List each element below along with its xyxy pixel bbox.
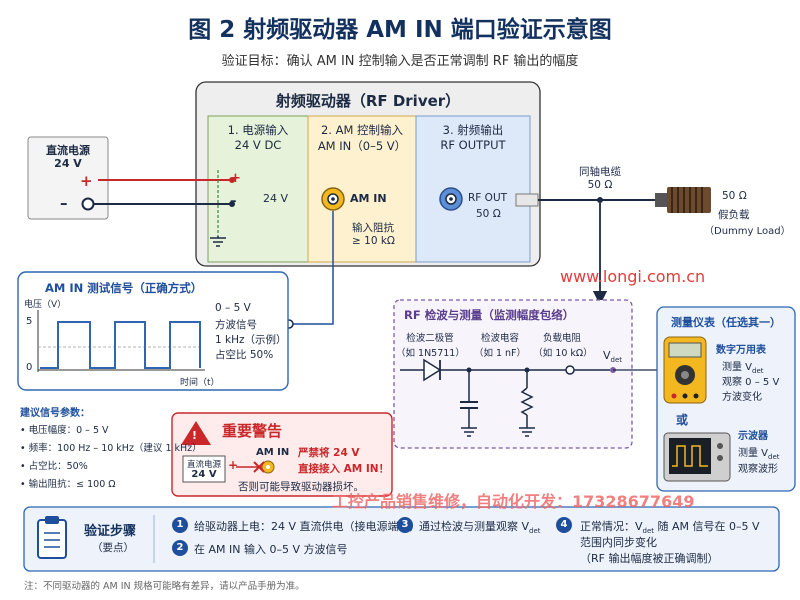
scope-line-0: 测量 Vdet xyxy=(738,448,780,461)
step-3-badge: 3 xyxy=(397,517,413,533)
step-1-badge: 1 xyxy=(172,517,188,533)
detect-c1: 检波二极管 xyxy=(406,333,454,344)
detector-box xyxy=(393,299,633,449)
sec3-sub: RF OUTPUT xyxy=(440,138,506,152)
page-subtitle: 验证目标：确认 AM IN 控制输入是否正常调制 RF 输出的幅度 xyxy=(221,54,579,69)
clipboard-icon xyxy=(37,516,67,559)
dmm-line-0: 测量 Vdet xyxy=(722,362,764,375)
footnote: 注：不同驱动器的 AM IN 规格可能略有差异，请以产品手册为准。 xyxy=(24,581,305,592)
rf-out-port-label: RF OUT xyxy=(468,192,508,204)
warning-exclamation-icon: ! xyxy=(192,429,198,442)
dmm-title: 数字万用表 xyxy=(716,345,766,356)
signal-xlabel: 时间（t） xyxy=(180,378,220,388)
dummy-load-icon xyxy=(655,187,711,213)
warning-supply-voltage: 24 V xyxy=(191,469,217,480)
sec2-imp-label: 输入阻抗 xyxy=(352,222,394,234)
params-item-0: • 电压幅度：0 – 5 V xyxy=(20,425,109,436)
oscilloscope-icon xyxy=(663,432,731,482)
warning-line2: 直接接入 AM IN！ xyxy=(298,463,390,475)
watermark-url: www.longi.com.cn xyxy=(560,267,706,286)
step-4-badge: 4 xyxy=(556,517,572,533)
sec2-sub: AM IN（0–5 V） xyxy=(317,139,407,153)
dc-minus-sign: – xyxy=(60,194,68,212)
step-2-text: 在 AM IN 输入 0–5 V 方波信号 xyxy=(194,543,348,556)
step-3-text: 通过检波与测量观察 Vdet xyxy=(419,520,541,536)
signal-y0: 0 xyxy=(26,362,33,373)
step-4-line-3: （RF 输出幅度被正确调制） xyxy=(580,552,719,565)
cable-imp: 50 Ω xyxy=(587,179,613,191)
warning-supply-label: 直流电源 xyxy=(186,460,221,470)
sec1-sub: 24 V DC xyxy=(234,138,282,152)
cable-label: 同轴电缆 xyxy=(579,166,621,178)
detect-c1b: （如 1N5711） xyxy=(396,348,465,359)
page-title: 图 2 射频驱动器 AM IN 端口验证示意图 xyxy=(188,17,612,43)
params-item-2: • 占空比：50% xyxy=(20,461,88,472)
steps-subtitle: （要点） xyxy=(92,542,134,554)
load-label-en: （Dummy Load） xyxy=(704,226,791,237)
square-wave xyxy=(40,321,201,369)
dc-plus-sign: + xyxy=(80,172,93,190)
steps-box xyxy=(23,506,780,572)
signal-desc-1: 方波信号 xyxy=(215,319,257,331)
rf-out-imp: 50 Ω xyxy=(476,208,501,220)
scope-line-1: 观察波形 xyxy=(738,464,778,475)
driver-title: 射频驱动器（RF Driver） xyxy=(275,92,461,110)
detect-c3: 负载电阻 xyxy=(542,333,581,344)
detect-c3b: （如 10 kΩ） xyxy=(533,348,593,359)
sec1-title: 1. 电源输入 xyxy=(227,123,289,137)
steps-title: 验证步骤 xyxy=(84,524,137,539)
signal-y5: 5 xyxy=(26,316,33,327)
warning-triangle-icon xyxy=(181,421,211,445)
step-1-text: 给驱动器上电：24 V 直流供电（接电源端口） xyxy=(194,520,421,533)
warning-box xyxy=(171,412,393,497)
dc-supply-voltage: 24 V xyxy=(54,157,82,170)
dc-minus-terminal xyxy=(81,197,95,211)
diode-symbol xyxy=(423,358,442,382)
dmm-line-2: 方波变化 xyxy=(722,392,762,403)
warning-line3: 否则可能导致驱动器损坏。 xyxy=(238,481,364,493)
signal-ylabel: 电压（V） xyxy=(24,300,67,310)
or-label: 或 xyxy=(676,413,689,427)
sec1-plus: + xyxy=(230,171,241,186)
signal-box xyxy=(17,271,289,391)
sec2-imp-value: ≥ 10 kΩ xyxy=(352,235,395,247)
signal-desc-0: 0 – 5 V xyxy=(215,302,251,314)
step-4-line-1: 正常情况：Vdet 随 AM 信号在 0–5 V xyxy=(580,520,760,536)
load-label: 假负载 xyxy=(718,209,750,221)
signal-box-title: AM IN 测试信号（正确方式） xyxy=(45,281,203,295)
signal-desc-2: 1 kHz（示例） xyxy=(215,334,287,346)
detect-vdet: Vdet xyxy=(603,349,623,365)
watermark-biz: 工控产品销售维修，自动化开发：17328677649 xyxy=(332,492,695,511)
detect-c2b: （如 1 nF） xyxy=(473,348,527,359)
warning-title: 重要警告 xyxy=(222,422,283,440)
warning-port: AM IN xyxy=(256,447,290,458)
params-item-3: • 输出阻抗：≤ 100 Ω xyxy=(20,479,116,490)
dc-supply-label: 直流电源 xyxy=(46,144,90,157)
sec3-box xyxy=(415,115,531,263)
sec2-box xyxy=(307,115,417,263)
detect-title: RF 检波与测量（监测幅度包络） xyxy=(404,308,575,322)
am-in-port-label: AM IN xyxy=(350,192,387,205)
sec3-title: 3. 射频输出 xyxy=(442,123,504,137)
instruments-title: 测量仪表（任选其一） xyxy=(671,316,781,329)
step-4-line-2: 范围内同步变化 xyxy=(580,536,657,549)
detect-c2: 检波电容 xyxy=(480,333,519,344)
load-imp: 50 Ω xyxy=(722,190,747,202)
warning-line1: 严禁将 24 V xyxy=(298,447,360,459)
warning-plus: + xyxy=(228,458,239,472)
scope-title: 示波器 xyxy=(738,431,768,442)
params-title: 建议信号参数： xyxy=(20,408,90,419)
dmm-line-1: 观察 0 – 5 V xyxy=(722,377,780,388)
multimeter-icon xyxy=(663,336,707,404)
step-2-badge: 2 xyxy=(172,540,188,556)
params-item-1: • 频率：100 Hz – 10 kHz（建议 1 kHz） xyxy=(20,443,202,454)
sec1-voltage: 24 V xyxy=(263,192,289,205)
sec1-minus: – xyxy=(230,194,237,209)
signal-desc-3: 占空比 50% xyxy=(215,349,274,361)
sec2-title: 2. AM 控制输入 xyxy=(320,123,404,137)
